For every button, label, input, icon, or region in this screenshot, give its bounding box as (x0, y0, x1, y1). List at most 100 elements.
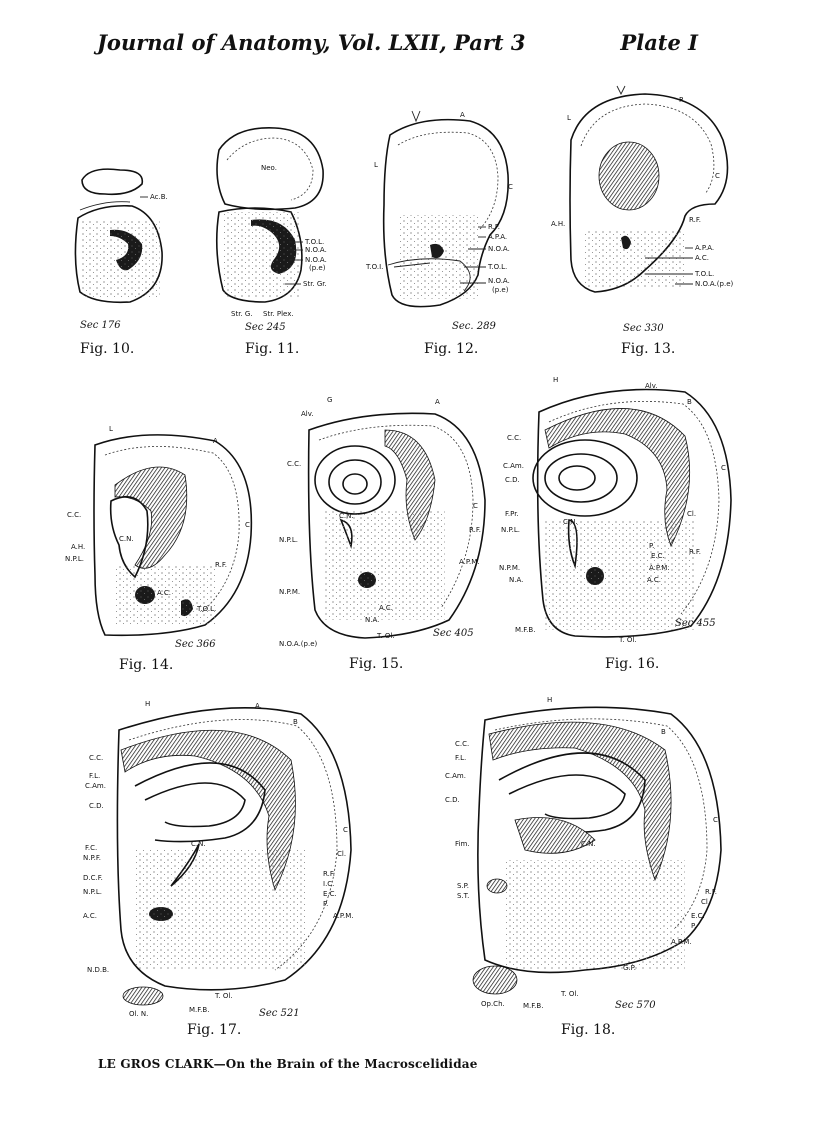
figure-11: Neo. T.O.L. N.O.A. N.O.A. (p.e) Str. Gr.… (205, 120, 355, 360)
label: E.C. (651, 552, 665, 560)
figure-15: G A Alv. C.C. C.N. C N.P.L. R.F. A.P.M. … (275, 390, 510, 680)
figure-caption: Fig. 16. (605, 656, 660, 672)
figure-15-drawing (307, 412, 486, 639)
label: C.D. (445, 796, 460, 804)
label: R.F. (323, 870, 335, 878)
section-number: Sec 330 (623, 323, 664, 334)
figure-11-drawing (215, 127, 324, 303)
figure-caption: Fig. 15. (349, 656, 404, 672)
label: A.C. (695, 254, 710, 262)
label: N.P.M. (499, 564, 521, 572)
figure-17-drawing (116, 706, 352, 1006)
label: M.F.B. (515, 626, 536, 634)
label: Alv. (301, 410, 314, 418)
label: R.F. (488, 223, 500, 231)
label: Str. G. (231, 310, 253, 318)
label: C.D. (505, 476, 520, 484)
label: F.L. (89, 772, 101, 780)
figure-18: H B C.C. F.L. C.Am. C.D. C Fim. C.N. S.P… (445, 690, 765, 1040)
label: Ac.B. (150, 193, 168, 201)
label: G.P. (623, 964, 637, 972)
label: C.Am. (445, 772, 466, 780)
label: N.A. (509, 576, 524, 584)
figure-caption: Fig. 10. (80, 341, 135, 357)
label: C (473, 502, 478, 510)
label: A.P.A. (695, 244, 715, 252)
label: N.P.L. (83, 888, 102, 896)
figure-10-drawing (74, 168, 163, 304)
section-number: Sec 245 (245, 322, 286, 333)
label: C.C. (89, 754, 104, 762)
label: A.P.M. (671, 938, 692, 946)
label: Op.Ch. (481, 1000, 505, 1008)
figure-13: R L C A.H. R.F. A.P.A. A.C. T.O.L. N.O.A… (545, 80, 755, 360)
label: Cl. (701, 898, 711, 906)
label: T.O.L. (197, 605, 217, 613)
figure-13-drawing (569, 85, 729, 293)
label: N.O.A. (305, 256, 327, 264)
label: B (661, 728, 666, 736)
label: C.N. (119, 535, 134, 543)
label: M.F.B. (523, 1002, 544, 1010)
label: C.N. (581, 840, 596, 848)
label: N.P.F. (83, 854, 101, 862)
label: Ol. N. (129, 1010, 149, 1018)
label: Cl. (687, 510, 697, 518)
label: A.H. (71, 543, 86, 551)
label: N.O.A.(p.e) (279, 640, 318, 648)
label: T.O.L. (695, 270, 715, 278)
label: H (547, 696, 553, 704)
figure-caption: Fig. 18. (561, 1022, 616, 1038)
figure-caption: Fig. 12. (424, 341, 479, 357)
label: Str. Plex. (263, 310, 294, 318)
journal-title: Journal of Anatomy, Vol. LXII, Part 3 (97, 30, 526, 55)
label: H (145, 700, 151, 708)
label: A.C. (379, 604, 394, 612)
label: N.O.A. (488, 277, 510, 285)
section-number: Sec. 289 (452, 321, 496, 332)
label: T. Ol. (619, 636, 637, 644)
label: A (213, 437, 218, 445)
label: A.H. (551, 220, 566, 228)
label: C.N. (191, 840, 206, 848)
label: T.O.L. (488, 263, 508, 271)
figure-18-drawing (472, 706, 722, 995)
label: M.F.B. (189, 1006, 210, 1014)
label: H (553, 376, 559, 384)
label: C (713, 816, 718, 824)
label: A.P.M. (649, 564, 670, 572)
label: N.P.L. (501, 526, 520, 534)
label: N.O.A.(p.e) (695, 280, 734, 288)
label: P. (691, 922, 697, 930)
label: A.C. (83, 912, 98, 920)
label: A.C. (647, 576, 662, 584)
label: (p.e) (309, 264, 326, 272)
label: C (715, 172, 720, 180)
label: T.O.L. (305, 238, 325, 246)
label: (p.e) (492, 286, 509, 294)
label: R.F. (689, 548, 701, 556)
label: C (343, 826, 348, 834)
label: R.F. (469, 526, 481, 534)
section-number: Sec 405 (433, 628, 474, 639)
label: T.O.I. (366, 263, 384, 271)
label: D.C.F. (83, 874, 103, 882)
section-number: Sec 176 (80, 320, 121, 331)
figure-caption: Fig. 13. (621, 341, 676, 357)
label: B (687, 398, 692, 406)
label: S.T. (457, 892, 470, 900)
label: N.O.A. (305, 246, 327, 254)
section-number: Sec 570 (615, 1000, 656, 1011)
label: T. Ol. (215, 992, 233, 1000)
label: E.C. (691, 912, 705, 920)
label: S.P. (457, 882, 470, 890)
label: N.A. (365, 616, 380, 624)
figure-16-drawing (532, 388, 732, 638)
figure-10: Ac.B. Sec 176 Fig. 10. (60, 160, 190, 360)
figure-caption: Fig. 11. (245, 341, 300, 357)
label: A.P.M. (459, 558, 480, 566)
label: C (245, 521, 250, 529)
label: N.P.M. (279, 588, 301, 596)
label: N.D.B. (87, 966, 110, 974)
label: A. (255, 702, 262, 710)
